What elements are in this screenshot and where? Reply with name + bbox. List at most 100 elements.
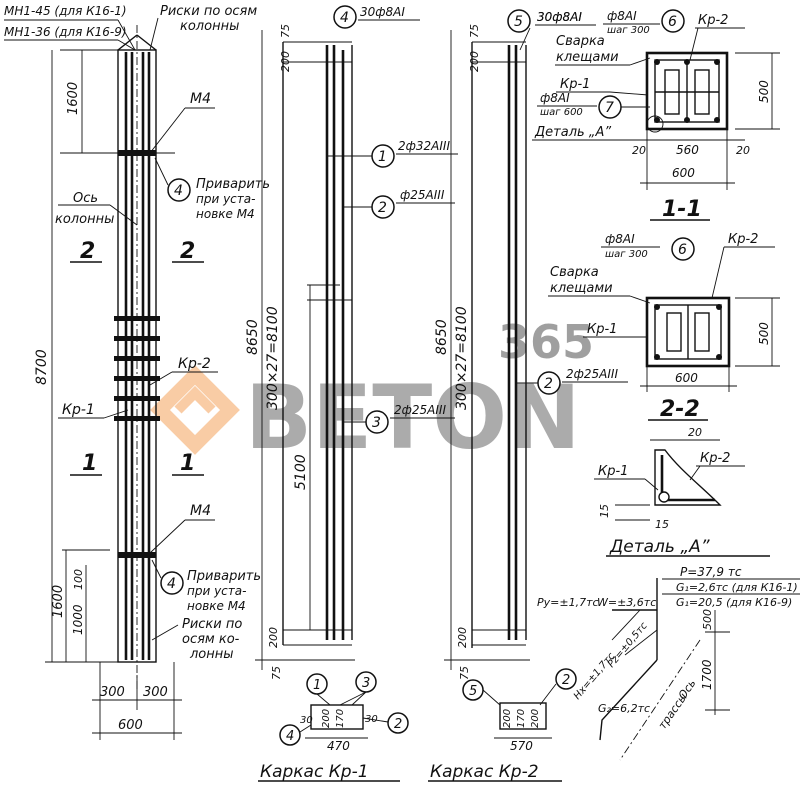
kr2-sec-d3: 200 <box>530 709 541 728</box>
risks-bot-1: Риски по <box>182 617 242 632</box>
kr1-dim-75-top: 75 <box>279 24 292 38</box>
kr1-top-label: 30ф8АI <box>360 5 405 19</box>
load-track: трассы <box>656 690 690 731</box>
dim-1600-bot: 1600 <box>51 585 66 618</box>
s22-d600: 600 <box>675 371 698 385</box>
watermark-brand: BETON <box>245 366 581 469</box>
load-d500: 500 <box>701 609 714 630</box>
s11-mark-7: 7 <box>605 100 614 116</box>
load-w: W=±3,6тс <box>597 596 656 609</box>
note-mn1-45: МН1-45 (для К16-1) <box>4 4 127 18</box>
cage-kr2: 5 30ф8АI 75 200 8650 300×27=8100 200 75 … <box>428 9 628 782</box>
stirrup-cluster <box>114 316 160 421</box>
detA-kr1: Кр-1 <box>598 464 628 479</box>
m4-top-label: М4 <box>190 91 211 107</box>
kr2-dim-75-bot: 75 <box>458 666 471 680</box>
note-mn1-36: МН1-36 (для К16-9) <box>4 25 127 39</box>
load-g1a: G₁=2,6тс (для К16-1) <box>676 581 798 594</box>
s11-m5-label: 30ф8АI <box>537 10 582 24</box>
s22-mark-6: 6 <box>678 242 687 258</box>
kr2-dim-75-top: 75 <box>468 24 481 38</box>
kr1-mark-3: 3 <box>372 415 381 431</box>
section-1-1: 30ф8АI ф8АI шаг 300 6 Кр-2 Сварка клещам… <box>532 9 780 222</box>
weld-bot-1: Приварить <box>187 569 261 584</box>
kr2-dim-200-bot: 200 <box>456 627 469 648</box>
axis-label-1: Ось <box>73 191 98 206</box>
kr1-sec-2: 2 <box>394 717 402 732</box>
s11-d20b: 20 <box>736 144 750 157</box>
s11-m6-step: шаг 300 <box>607 25 650 36</box>
s11-d560: 560 <box>676 143 699 157</box>
load-p: P=37,9 тс <box>680 565 742 579</box>
kr1-sec-3: 3 <box>362 676 370 691</box>
kr2-dim-8650: 8650 <box>434 319 450 355</box>
dim-300-left: 300 <box>100 685 125 700</box>
s11-d20a: 20 <box>632 144 646 157</box>
cage-kr1: 4 30ф8АI 75 200 8650 300×27=8100 5100 20… <box>245 5 458 782</box>
section-1-left: 1 <box>82 451 97 476</box>
load-py: Py=±1,7тс <box>537 596 599 609</box>
m4-top-plate <box>100 150 175 156</box>
s11-kr2: Кр-2 <box>698 13 728 28</box>
s11-m7-step: шаг 600 <box>540 107 583 118</box>
kr2-mark-5: 5 <box>514 14 523 30</box>
axis-label-2: колонны <box>55 212 114 227</box>
kr2-sec-d2: 170 <box>516 709 527 728</box>
kr1-mark-3-label: 2ф25АIII <box>394 403 446 417</box>
section-2-left: 2 <box>80 239 95 264</box>
dim-8700: 8700 <box>34 349 50 385</box>
kr1-cross-section: 1 3 4 2 30 200 170 30 470 <box>279 671 409 753</box>
kr1-mark-2: 2 <box>378 200 387 216</box>
kr1-mark-4: 4 <box>340 10 349 26</box>
s11-weld-1: Сварка <box>556 34 605 49</box>
kr2-sec-d1: 200 <box>502 709 513 728</box>
s11-m7-label: ф8АI <box>540 91 570 105</box>
weld-top-1: Приварить <box>196 177 270 192</box>
s22-weld-2: клещами <box>550 281 613 296</box>
kr1-dim-200-top: 200 <box>279 51 292 72</box>
kr2-top-label: 30ф8АI <box>537 10 582 24</box>
kr1-sec-d1: 30 <box>300 715 313 726</box>
kr1-sec-d5: 470 <box>327 739 350 753</box>
kr2-dim-300x27: 300×27=8100 <box>454 306 470 410</box>
s22-kr1: Кр-1 <box>587 322 617 337</box>
s22-title: 2-2 <box>660 397 700 422</box>
kr1-sec-d4: 30 <box>365 714 378 725</box>
load-g1b: G₁=20,5 (для К16-9) <box>676 596 792 609</box>
s22-m6-label: ф8АI <box>605 232 635 246</box>
s11-d500: 500 <box>757 80 771 103</box>
kr1-dim-5100: 5100 <box>293 454 309 490</box>
kr2-mark-2-label: 2ф25АIII <box>566 367 618 381</box>
dim-300-right: 300 <box>143 685 168 700</box>
load-d1700: 1700 <box>700 659 714 690</box>
risks-bot-2: осям ко- <box>182 632 240 647</box>
kr2-title: Каркас Кр-2 <box>430 762 539 782</box>
load-pz: Pz=±0,5тс <box>606 620 650 670</box>
weld-top-3: новке М4 <box>196 207 255 221</box>
detA-d20: 20 <box>688 426 702 439</box>
risks-top-1: Риски по осям <box>160 4 257 19</box>
kr1-sec-4: 4 <box>286 729 294 744</box>
s11-d600: 600 <box>672 166 695 180</box>
load-g2: G₂=6,2тс <box>598 702 650 715</box>
section-2-2: ф8АI шаг 300 6 Кр-2 Сварка клещами Кр-1 … <box>548 232 780 422</box>
kr1-mark-2-label: ф25АIII <box>400 188 445 202</box>
kr2-dim-200-top: 200 <box>468 51 481 72</box>
kr1-dim-200-bot: 200 <box>267 627 280 648</box>
s11-detail: Деталь „А” <box>534 125 611 140</box>
kr2-sec-2: 2 <box>562 673 570 688</box>
dim-100-bot: 100 <box>72 569 85 590</box>
kr1-sec-1: 1 <box>313 678 321 693</box>
s22-d500: 500 <box>757 322 771 345</box>
s11-m6-label: ф8АI <box>607 9 637 23</box>
risks-top-2: колонны <box>180 19 239 34</box>
s11-title: 1-1 <box>662 197 702 222</box>
kr1-dim-300x27: 300×27=8100 <box>265 306 281 410</box>
s22-m6-step: шаг 300 <box>605 249 648 260</box>
risks-bot-3: лонны <box>189 647 234 662</box>
kr2-label: Кр-2 <box>178 356 211 372</box>
detA-title: Деталь „А” <box>609 537 710 557</box>
dim-1000-bot: 1000 <box>71 604 85 635</box>
detA-d15b: 15 <box>655 518 669 531</box>
